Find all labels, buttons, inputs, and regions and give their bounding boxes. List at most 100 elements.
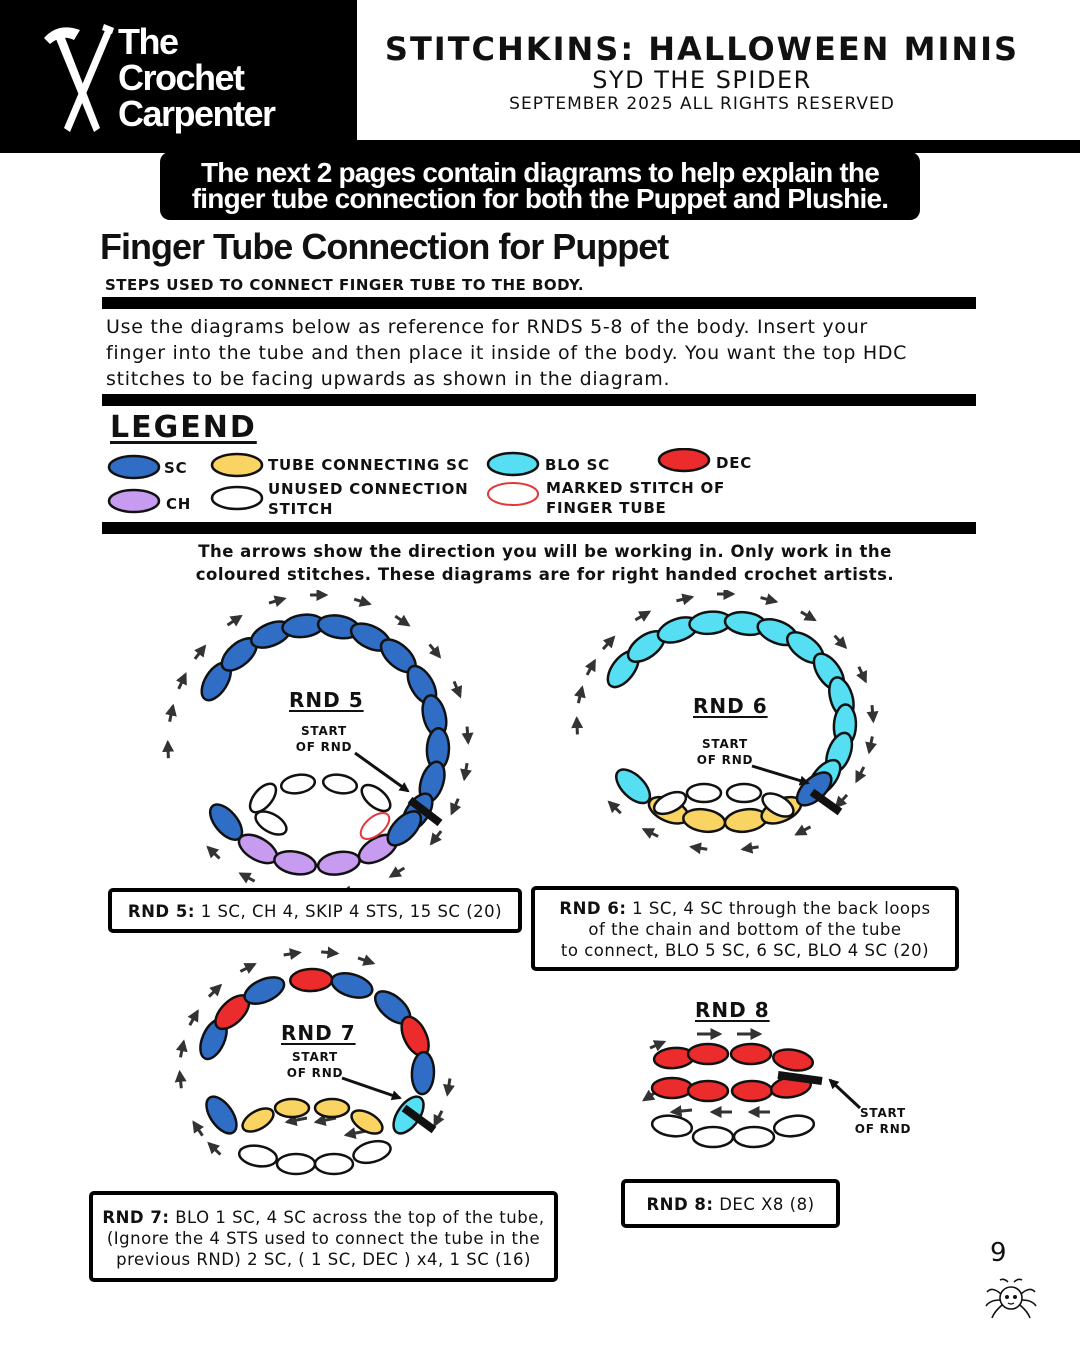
unused-stitch <box>360 783 392 813</box>
round-7-title: RND 7 <box>281 1021 356 1045</box>
tube-sc-stitch <box>313 1097 351 1119</box>
unused-stitch <box>652 790 688 816</box>
start-marker <box>809 788 843 816</box>
direction-arrow <box>226 614 243 627</box>
direction-arrow <box>855 766 867 784</box>
hammer-chisel-icon <box>44 24 114 132</box>
round-5-caption: RND 5: 1 SC, CH 4, SKIP 4 STS, 15 SC (20… <box>108 888 522 933</box>
section-title: Finger Tube Connection for Puppet <box>100 226 669 267</box>
unused-stitch <box>685 782 723 804</box>
round-6-start-label: START OF RND <box>694 736 756 768</box>
divider <box>102 297 976 309</box>
arrows-note-line: The arrows show the direction you will b… <box>198 542 892 561</box>
ch-stitch <box>273 850 318 876</box>
copyright-line: SEPTEMBER 2025 ALL RIGHTS RESERVED <box>509 94 895 114</box>
tube-sc-stitch <box>682 807 727 834</box>
caption-label: RND 8: <box>646 1195 714 1214</box>
legend-marked-line: MARKED STITCH OF <box>546 479 726 497</box>
unused-stitch <box>248 782 278 814</box>
direction-arrow <box>601 635 616 651</box>
start-label-line: OF RND <box>286 1066 344 1080</box>
sc-stitch <box>410 1050 436 1096</box>
legend-blo-sc-label: BLO SC <box>545 456 611 474</box>
start-marker <box>777 1071 823 1085</box>
caption-text: of the chain and bottom of the tube <box>588 920 902 939</box>
sc-stitch <box>386 810 423 847</box>
direction-arrow <box>800 609 817 622</box>
logo: The Crochet Carpenter <box>0 0 357 153</box>
start-pointer-arrow <box>354 751 410 793</box>
direction-arrow <box>433 1110 445 1128</box>
logo-line-2: Crochet <box>118 57 245 98</box>
legend-tube-sc-swatch <box>210 452 264 478</box>
arrows-note-line: coloured stitches. These diagrams are fo… <box>195 565 895 584</box>
direction-arrow <box>428 643 442 659</box>
caption-text: previous RND) 2 SC, ( 1 SC, DEC ) x4, 1 … <box>116 1250 531 1269</box>
spider-icon <box>985 1278 1037 1319</box>
direction-arrow <box>206 845 221 860</box>
start-label-line: START <box>701 737 749 751</box>
start-label-line: START <box>291 1050 339 1064</box>
sc-stitch <box>205 1095 238 1135</box>
round-diagrams <box>162 590 879 1176</box>
unused-stitch <box>732 1125 776 1149</box>
legend-sc-swatch <box>107 454 161 480</box>
dec-stitch <box>730 1079 774 1103</box>
direction-arrow <box>443 1078 455 1097</box>
direction-arrow <box>865 736 877 755</box>
direction-arrow <box>238 872 256 884</box>
intro-line: stitches to be facing upwards as shown i… <box>106 368 671 390</box>
legend-dec-swatch <box>657 448 711 473</box>
unused-stitch <box>691 1125 735 1149</box>
direction-arrow <box>676 593 695 606</box>
direction-arrow <box>207 1141 222 1156</box>
caption-label: RND 7: <box>102 1208 170 1227</box>
caption-text: (Ignore the 4 STS used to connect the tu… <box>106 1229 541 1248</box>
direction-arrow <box>284 1114 308 1127</box>
unused-stitch <box>237 1144 279 1168</box>
start-pointer-arrow <box>828 1078 862 1110</box>
info-banner: The next 2 pages contain diagrams to hel… <box>160 152 920 220</box>
tube-sc-stitch <box>350 1109 384 1135</box>
round-8-caption: RND 8: DEC X8 (8) <box>621 1179 840 1228</box>
direction-arrow <box>193 644 207 660</box>
direction-arrow <box>239 962 257 974</box>
round-5-title: RND 5 <box>289 688 364 712</box>
unused-stitch <box>321 773 359 795</box>
unused-stitch <box>772 1114 816 1138</box>
tube-sc-stitch <box>273 1097 311 1119</box>
start-label-line: OF RND <box>295 740 353 754</box>
unused-stitch <box>279 773 317 795</box>
dec-stitch <box>729 1042 773 1066</box>
sc-stitch <box>330 972 374 999</box>
unused-stitch <box>313 1152 355 1176</box>
round-7-start-label: START OF RND <box>284 1049 346 1081</box>
direction-arrow <box>634 610 652 622</box>
intro-line: finger into the tube and then place it i… <box>106 342 908 364</box>
direction-arrow <box>740 841 759 854</box>
start-pointer-arrow <box>751 764 810 786</box>
direction-arrow <box>321 946 340 959</box>
document-title: STITCHKINS: HALLOWEEN MINIS <box>384 30 1020 68</box>
legend-marked-label: MARKED STITCH OF FINGER TUBE <box>546 478 725 518</box>
dec-stitch <box>686 1079 730 1103</box>
start-markers <box>341 751 862 1134</box>
legend-unused-swatch <box>210 485 264 511</box>
tube-sc-stitch <box>723 807 768 834</box>
caption-label: RND 5: <box>127 902 195 921</box>
direction-arrow <box>343 1127 367 1140</box>
legend-marked-line: FINGER TUBE <box>546 499 667 517</box>
legend-tube-sc-label: TUBE CONNECTING SC <box>268 456 470 474</box>
direction-arrow <box>641 827 659 839</box>
legend-dec-label: DEC <box>716 454 753 472</box>
caption-text: 1 SC, 4 SC through the back loops <box>626 899 931 918</box>
dec-stitch <box>650 1076 694 1100</box>
stitches <box>199 610 858 1176</box>
caption-text: to connect, BLO 5 SC, 6 SC, BLO 4 SC (20… <box>560 941 930 960</box>
legend-unused-line: STITCH <box>268 500 334 518</box>
dec-stitch <box>686 1042 730 1066</box>
direction-arrow <box>450 680 463 699</box>
legend-swatches <box>107 448 711 514</box>
direction-arrow <box>175 1039 188 1058</box>
start-marker <box>401 1104 437 1134</box>
